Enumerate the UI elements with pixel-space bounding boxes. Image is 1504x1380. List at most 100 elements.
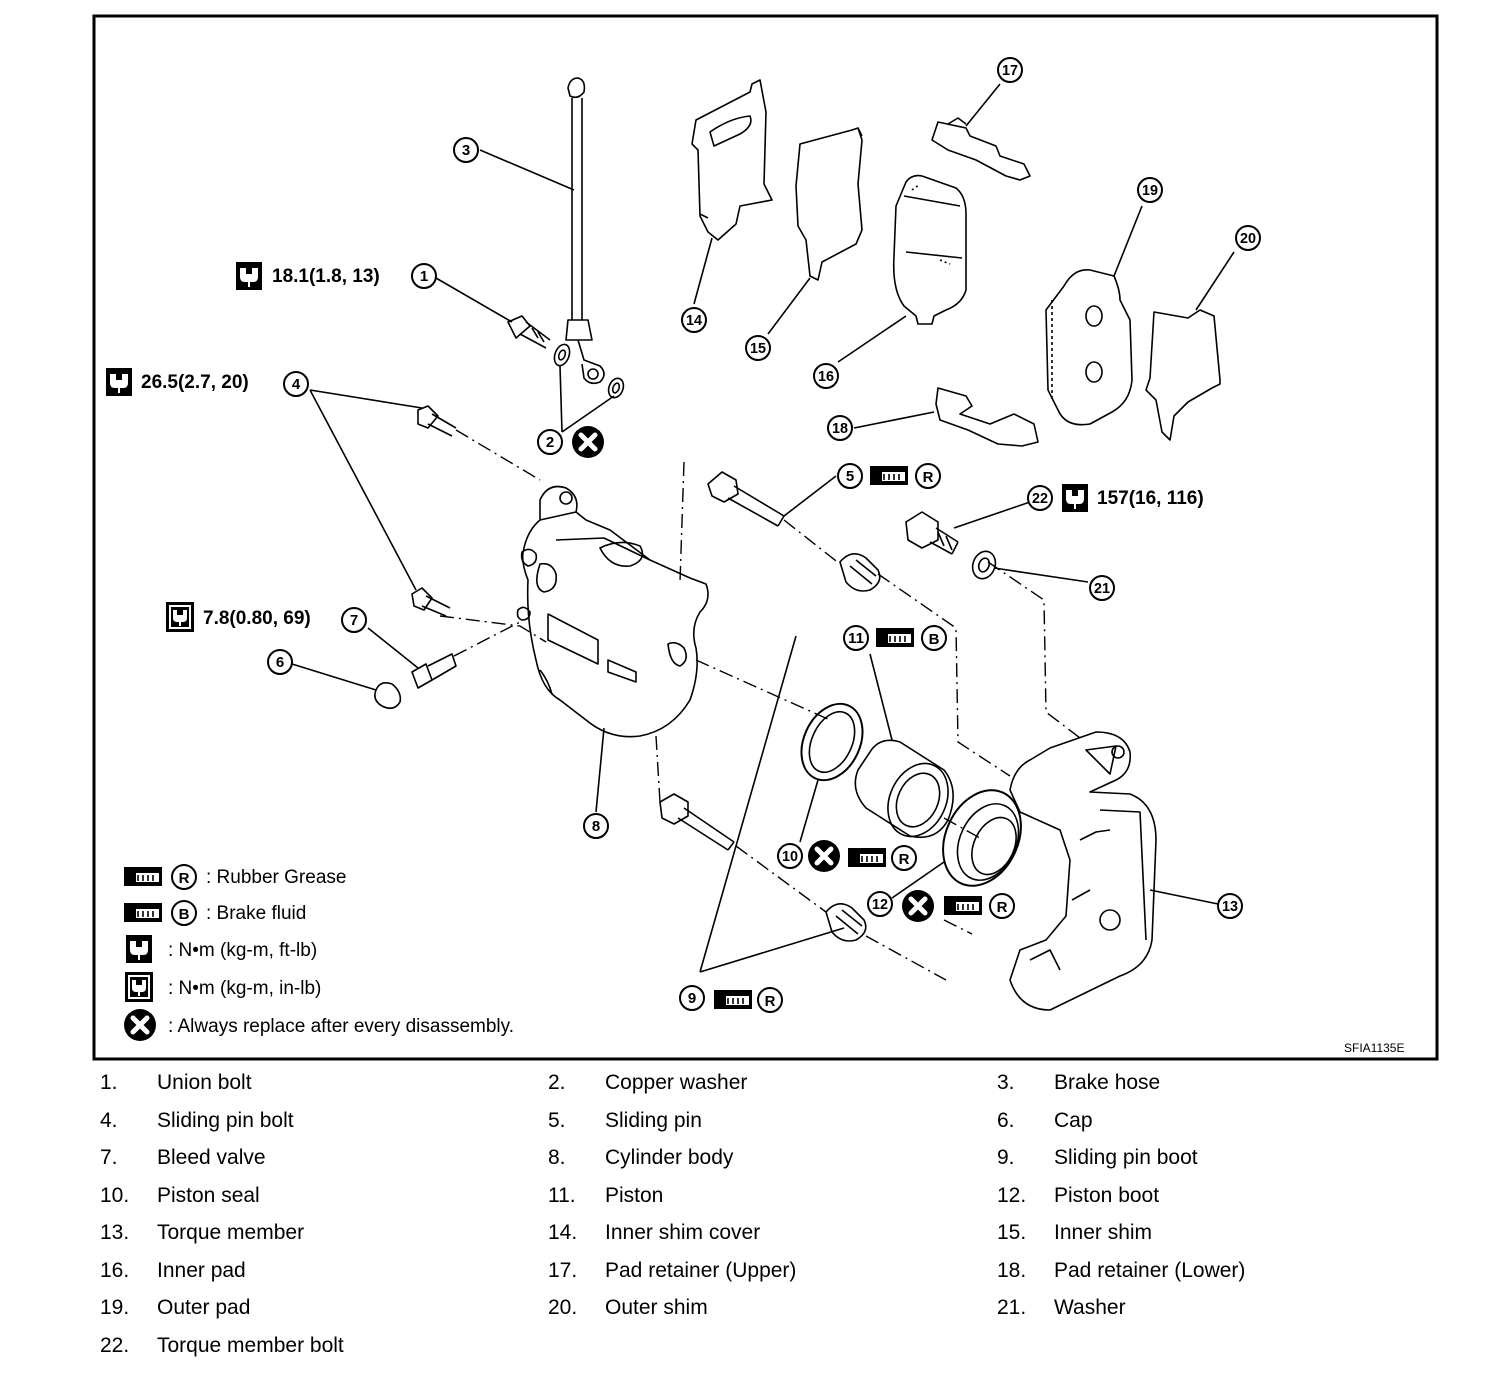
part-list-name: Inner shim cover (605, 1221, 761, 1244)
legend-rubber-grease: : Rubber Grease (206, 867, 346, 888)
part-number-8: 8 (583, 813, 609, 839)
part-number-10: 10 (777, 843, 803, 869)
part-list-item: 19.Outer pad (100, 1293, 530, 1323)
sliding-pin-drawing (659, 471, 785, 851)
svg-text:B: B (929, 631, 940, 648)
part-list-item: 18. Pad retainer (Lower) (997, 1256, 1427, 1286)
part-list-number: 8. (548, 1146, 566, 1169)
sliding-pin-bolt-drawing (411, 405, 457, 617)
svg-text:7: 7 (350, 612, 358, 629)
part-list-name: Cylinder body (605, 1146, 734, 1169)
part-list-name: Torque member (157, 1221, 305, 1244)
svg-text:R: R (923, 469, 934, 486)
part-number-17: 17 (997, 57, 1023, 83)
grease-letter-rubber: R (915, 463, 941, 489)
part-list-item: 21.Washer (997, 1293, 1427, 1323)
part-list-name: Pad retainer (Lower) (1054, 1258, 1246, 1282)
part-list-name: Piston seal (157, 1183, 260, 1207)
svg-text:6: 6 (276, 654, 284, 671)
replace-icon (902, 890, 934, 922)
torque-ft-icon (236, 262, 262, 290)
inner-shim-drawing (795, 127, 863, 281)
part-list-name: Copper washer (605, 1071, 748, 1094)
outer-pad-drawing (1045, 269, 1133, 426)
cylinder-body-drawing (516, 485, 709, 738)
part-list-number: 6. (997, 1108, 1015, 1132)
legend-replace: : Always replace after every disassembly… (168, 1016, 514, 1037)
svg-text:10: 10 (782, 848, 798, 865)
svg-text:19: 19 (1142, 182, 1158, 199)
legend-torque-ft: : N•m (kg-m, ft-lb) (168, 940, 317, 961)
svg-text:4: 4 (292, 376, 301, 393)
part-list-number: 18. (997, 1258, 1027, 1282)
svg-text:R: R (997, 899, 1008, 916)
part-list-name: Piston boot (1054, 1183, 1160, 1207)
part-list-number: 11. (548, 1183, 576, 1207)
part-list-item: 5. Sliding pin (548, 1106, 978, 1136)
part-list-name: Bleed valve (157, 1146, 266, 1169)
part-list-item: 14.Inner shim cover (548, 1218, 978, 1248)
part-list-item: 1.Union bolt (100, 1068, 530, 1098)
grease-icon (123, 902, 163, 923)
part-number-11: 11 (843, 625, 869, 651)
figure-code: SFIA1135E (1344, 1041, 1404, 1055)
part-number-20: 20 (1235, 225, 1261, 251)
svg-text:1: 1 (420, 268, 428, 285)
brake-hose-drawing (565, 77, 605, 385)
part-list-item: 11. Piston (548, 1181, 978, 1211)
part-number-6: 6 (267, 649, 293, 675)
svg-text:R: R (765, 993, 776, 1010)
part-list-item: 6.Cap (997, 1106, 1427, 1136)
legend-torque-in: : N•m (kg-m, in-lb) (168, 978, 321, 999)
torque-member-drawing (1009, 731, 1157, 1011)
part-list-number: 3. (997, 1071, 1015, 1094)
part-list-number: 7. (100, 1146, 118, 1169)
torque-in-icon (166, 602, 194, 632)
part-list-number: 4. (100, 1108, 118, 1132)
svg-text:R: R (899, 851, 910, 868)
part-number-2: 2 (537, 429, 563, 455)
part-number-12: 12 (867, 891, 893, 917)
part-list-number: 10. (100, 1183, 130, 1207)
svg-text:5: 5 (846, 468, 854, 485)
part-list-item: 2. Copper washer (548, 1068, 978, 1098)
union-bolt-drawing (507, 315, 551, 349)
svg-text:13: 13 (1222, 898, 1238, 915)
part-list-item: 22.Torque member bolt (100, 1331, 530, 1361)
piston-boot-drawing (942, 789, 1022, 887)
inner-shim-cover-drawing (691, 79, 773, 241)
legend: RB : Rubber Grease : Brake fluid : N•m (… (123, 864, 514, 1041)
torque-ft-icon (106, 368, 132, 396)
part-number-13: 13 (1217, 893, 1243, 919)
svg-text:2: 2 (546, 434, 554, 451)
part-list-number: 2. (548, 1071, 566, 1094)
part-number-22: 22 (1027, 485, 1053, 511)
legend-brake-fluid: : Brake fluid (206, 903, 306, 924)
svg-text:22: 22 (1032, 490, 1048, 507)
callout-torque-22: 157(16, 116) (1097, 488, 1204, 509)
part-list-number: 15. (997, 1221, 1027, 1244)
part-list-number: 5. (548, 1108, 566, 1132)
svg-text:15: 15 (750, 340, 766, 357)
part-list-item: 15. Inner shim (997, 1218, 1427, 1248)
part-list-item: 20.Outer shim (548, 1293, 978, 1323)
callout-torque-4: 26.5(2.7, 20) (141, 372, 249, 393)
svg-text:17: 17 (1002, 62, 1018, 79)
part-list-item: 17.Pad retainer (Upper) (548, 1256, 978, 1286)
part-list-name: Sliding pin (605, 1108, 702, 1132)
part-list-item: 7. Bleed valve (100, 1143, 530, 1173)
part-number-15: 15 (745, 335, 771, 361)
part-list-item: 16.Inner pad (100, 1256, 530, 1286)
grease-letter-circles: R B R R R (757, 463, 1015, 1013)
replace-icon (808, 840, 840, 872)
part-list-name: Piston (605, 1183, 664, 1207)
svg-text:R: R (179, 870, 190, 887)
part-list-name: Pad retainer (Upper) (605, 1258, 797, 1282)
part-list-name: Sliding pin bolt (157, 1108, 294, 1132)
part-number-4: 4 (283, 371, 309, 397)
part-number-3: 3 (453, 137, 479, 163)
part-list-name: Union bolt (157, 1071, 252, 1094)
part-list-name: Inner shim (1054, 1221, 1153, 1244)
